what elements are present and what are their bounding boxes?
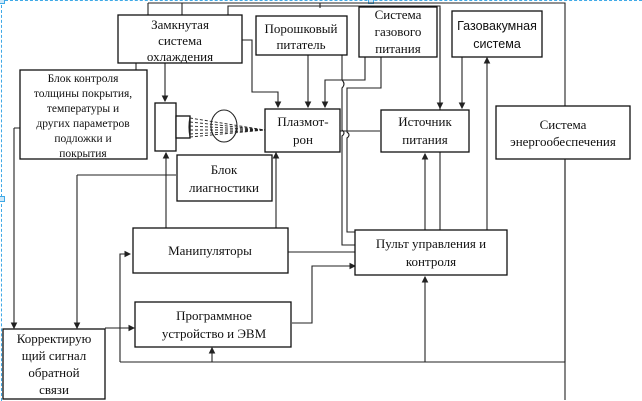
resize-handle-left-middle[interactable] <box>0 196 5 202</box>
connector <box>292 262 357 324</box>
block-label: покрытия <box>59 148 107 160</box>
block-label: связи <box>39 382 69 397</box>
block-label: Программное <box>176 308 252 323</box>
resize-handle-top-left[interactable] <box>0 0 5 4</box>
selection-border-top <box>0 0 642 1</box>
block-label: Система <box>375 7 422 22</box>
block-label: лиагностики <box>189 180 259 195</box>
block-label: Порошковый <box>265 21 338 36</box>
block-cooling-system[interactable]: Замкнутая система охлаждения <box>117 14 243 64</box>
block-label: толщины покрытия, <box>34 88 132 100</box>
block-label: система <box>473 37 521 51</box>
block-label: Манипуляторы <box>168 243 252 258</box>
block-label: охлаждения <box>147 49 213 64</box>
block-powder-feeder[interactable]: Порошковый питатель <box>255 15 348 56</box>
substrate <box>175 115 191 139</box>
block-label: температуры и <box>47 103 119 115</box>
connector <box>341 55 355 246</box>
block-control-panel[interactable]: Пульт управления и контроля <box>354 229 508 276</box>
block-feedback-signal[interactable]: Корректирую щий сигнал обратной связи <box>2 328 106 400</box>
block-label: Плазмот- <box>277 114 328 129</box>
block-label: питатель <box>276 37 325 52</box>
block-label: Корректирую <box>17 331 92 346</box>
block-label: устройство и ЭВМ <box>162 326 267 341</box>
block-manipulators[interactable]: Манипуляторы <box>132 227 289 274</box>
block-label: система <box>158 33 202 48</box>
plasma-spray-jet <box>154 102 266 152</box>
block-label: других параметров <box>36 118 130 130</box>
connector <box>321 57 366 109</box>
block-label: рон <box>293 132 313 147</box>
block-label: энергообеспечения <box>510 134 616 149</box>
connections <box>14 2 566 400</box>
block-label: щий сигнал <box>22 348 87 363</box>
block-label: Блок <box>211 162 238 177</box>
connector <box>14 127 20 328</box>
substrate-holder <box>154 102 177 152</box>
connector <box>346 57 382 233</box>
block-label: Блок контроля <box>48 73 120 85</box>
block-label: контроля <box>406 254 456 269</box>
block-label: газового <box>375 24 422 39</box>
block-label: обратной <box>28 365 79 380</box>
block-label: Источник <box>398 114 452 129</box>
block-gas-supply-system[interactable]: Система газового питания <box>358 6 438 58</box>
block-label: Пульт управления и <box>376 236 486 251</box>
connector <box>242 39 282 109</box>
block-program-device-computer[interactable]: Программное устройство и ЭВМ <box>134 301 292 348</box>
focus-ellipse <box>210 109 238 143</box>
block-label: Замкнутая <box>151 17 209 32</box>
block-diagnostics-unit[interactable]: Блок лиагностики <box>176 154 273 202</box>
block-label: питания <box>402 132 447 147</box>
block-label: питания <box>375 41 420 56</box>
block-gas-vacuum-system[interactable]: Газовакумная система <box>451 10 543 58</box>
block-label: Система <box>540 117 587 132</box>
block-label: подложки и <box>54 133 111 145</box>
block-coating-control-unit[interactable]: Блок контроля толщины покрытия, температ… <box>19 69 148 160</box>
block-plasmatron[interactable]: Плазмот- рон <box>264 108 341 153</box>
block-label: Газовакумная <box>457 19 537 33</box>
block-power-source[interactable]: Источник питания <box>380 109 470 153</box>
block-energy-supply-system[interactable]: Система энергообеспечения <box>495 105 631 160</box>
connector <box>119 250 132 362</box>
